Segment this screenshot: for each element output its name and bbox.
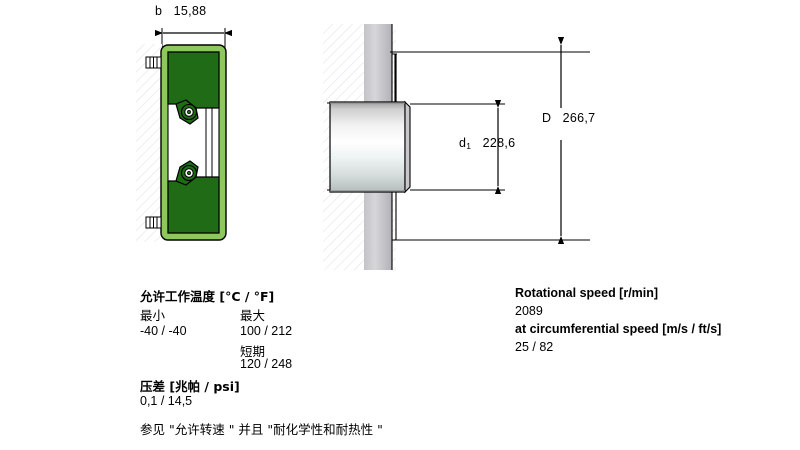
shaft-end-chamfer <box>404 100 411 194</box>
seal-mounting-tab-lower <box>145 216 162 229</box>
temperature-short-term-header: 短期 <box>240 344 266 359</box>
circumferential-speed-title: at circumferential speed [m/s / ft/s] <box>515 322 722 336</box>
shaft-body <box>329 101 406 193</box>
inner-dim-symbol: d <box>459 136 467 150</box>
inner-diameter-dimension <box>410 100 505 194</box>
inner-diameter-label: d1 228,6 <box>459 136 515 151</box>
seal-lower-lip <box>167 176 220 234</box>
circumferential-speed-value: 25 / 82 <box>515 340 554 354</box>
seal-mounting-tab-upper <box>145 56 162 69</box>
seal-upper-lip <box>167 51 220 109</box>
lower-garter-spring <box>180 164 198 182</box>
seal-cross-section-view <box>136 28 232 242</box>
upper-garter-spring <box>180 103 198 121</box>
reference-note: 参见 "允许转速 " 并且 "耐化学性和耐热性 " <box>140 422 383 437</box>
rotational-speed-value: 2089 <box>515 304 543 318</box>
outer-diameter-dimension <box>392 37 590 244</box>
outer-dim-symbol: D <box>542 111 552 125</box>
rotational-speed-title: Rotational speed [r/min] <box>515 286 659 300</box>
temperature-min-value: -40 / -40 <box>140 324 187 338</box>
shaft-assembly-view <box>323 24 590 270</box>
temperature-short-term-value: 120 / 248 <box>240 357 293 371</box>
width-dimension-label: b 15,88 <box>155 4 206 18</box>
inner-dim-value: 228,6 <box>482 136 516 150</box>
temperature-min-header: 最小 <box>140 308 166 323</box>
pressure-title: 压差 [兆帕 / psi] <box>140 379 240 394</box>
outer-dim-value: 266,7 <box>562 111 596 125</box>
width-dim-symbol: b <box>155 4 163 18</box>
temperature-max-value: 100 / 212 <box>240 324 293 338</box>
width-dim-value: 15,88 <box>173 4 207 18</box>
temperature-title: 允许工作温度 [°C / °F] <box>140 289 275 304</box>
inner-dim-subscript: 1 <box>466 141 472 151</box>
pressure-value: 0,1 / 14,5 <box>140 394 193 408</box>
temperature-max-header: 最大 <box>240 308 266 323</box>
left-hatch-backdrop <box>136 44 162 242</box>
outer-diameter-label: D 266,7 <box>542 111 595 125</box>
